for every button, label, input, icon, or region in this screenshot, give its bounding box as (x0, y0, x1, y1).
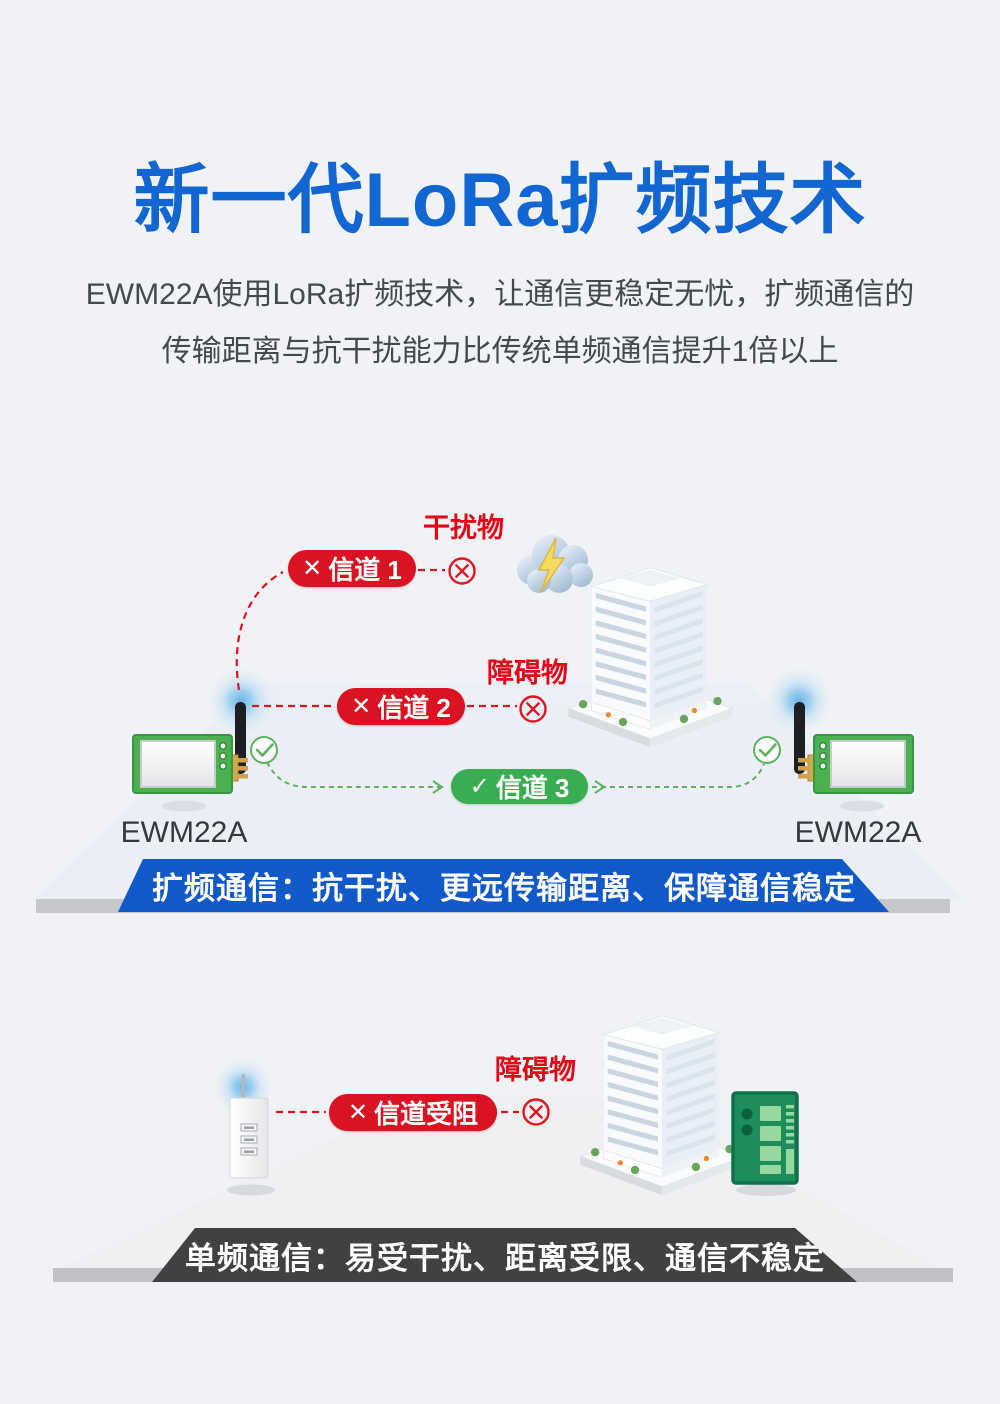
page-title: 新一代LoRa扩频技术 (133, 158, 867, 243)
obstacle-label: 障碍物 (495, 1055, 576, 1085)
channel-1-badge: ✕ 信道 1 (288, 550, 416, 587)
lightning-icon (537, 537, 566, 593)
channel-1-label: 信道 1 (328, 555, 402, 585)
blocked-channel-badge: ✕ 信道受阻 (329, 1094, 497, 1131)
obstacle-label: 障碍物 (487, 658, 568, 688)
description: EWM22A使用LoRa扩频技术，让通信更稳定无忧，扩频通信的 传输距离与抗干扰… (0, 266, 1000, 380)
module-label-right: EWM22A (794, 816, 922, 849)
blocked-channel-label: 信道受阻 (374, 1099, 479, 1129)
cross-mark-icon: ✕ (351, 692, 372, 720)
spread-banner: 扩频通信：抗干扰、更远传输距离、保障通信稳定 (118, 859, 889, 912)
description-line-2: 传输距离与抗干扰能力比传统单频通信提升1倍以上 (161, 335, 839, 368)
signal-glow (213, 1057, 273, 1117)
cross-mark-icon: ✕ (347, 1098, 369, 1126)
interference-label: 干扰物 (423, 513, 504, 543)
cross-mark-icon: ✕ (302, 554, 323, 582)
tower-device-icon (229, 1074, 269, 1179)
channel-2-label: 信道 2 (377, 693, 451, 723)
channel-3-label: 信道 3 (495, 773, 570, 803)
channel-3-badge: ✓ 信道 3 (451, 769, 588, 804)
description-line-1: EWM22A使用LoRa扩频技术，让通信更稳定无忧，扩频通信的 (85, 278, 915, 311)
blocked-circle-icon (448, 557, 476, 585)
check-mark-icon: ✓ (469, 772, 490, 800)
interference-cloud-icon (517, 535, 593, 593)
antenna-icon (241, 1074, 245, 1100)
channel-2-badge: ✕ 信道 2 (337, 688, 465, 725)
module-label-left: EWM22A (120, 816, 248, 849)
single-banner: 单频通信：易受干扰、距离受限、通信不稳定 (152, 1228, 857, 1282)
